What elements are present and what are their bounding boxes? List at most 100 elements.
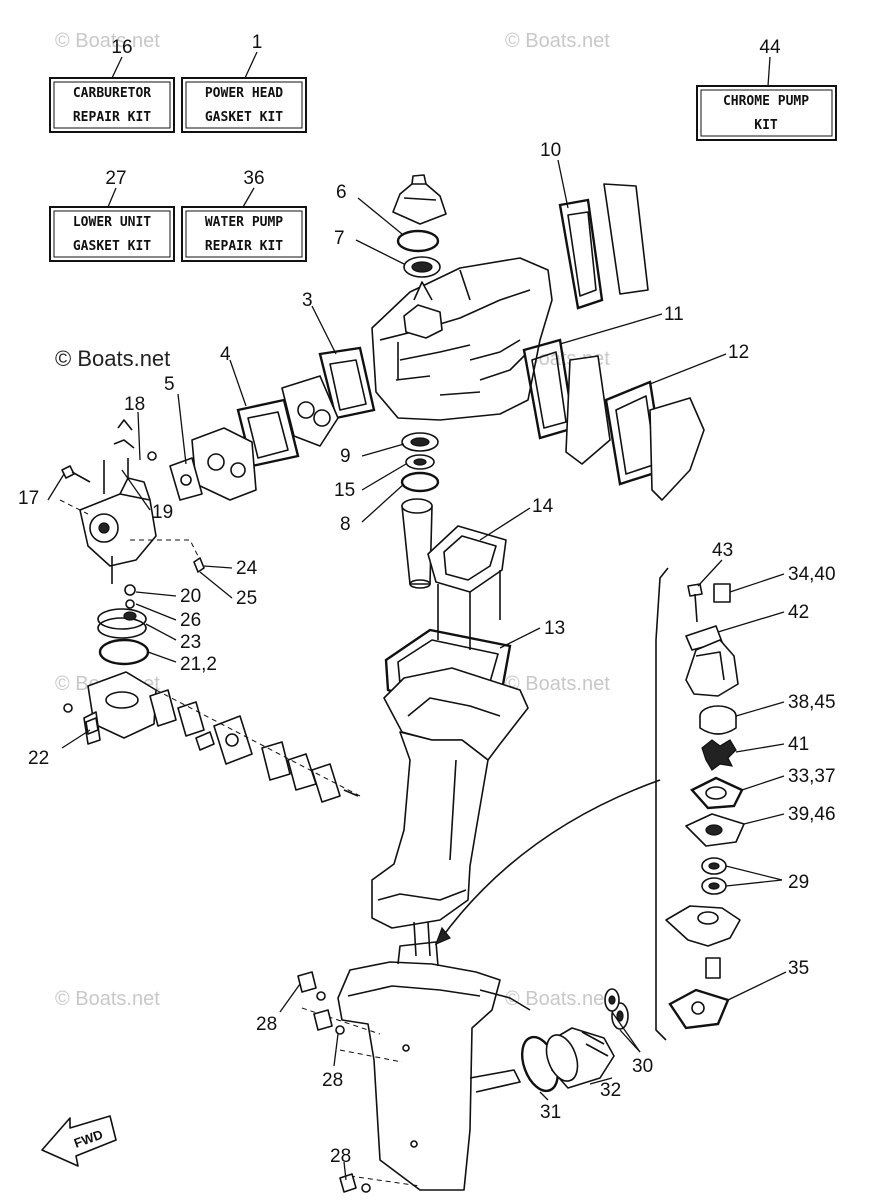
seal-15 [405,454,435,470]
kit-chrome-pump: 44 CHROME PUMP KIT [696,37,837,141]
callout-33-37: 33,37 [788,766,836,787]
upper-tube [401,498,433,589]
cover-plate-lower [649,397,705,501]
carburetor [59,458,201,584]
kit-line2: KIT [754,118,778,133]
o-ring-8 [400,471,440,493]
watermark: © Boats.net [505,673,610,695]
callout-4: 4 [220,344,231,365]
kit-number: 16 [111,37,132,58]
callout-35: 35 [788,958,809,979]
drive-shaft [413,921,431,957]
callout-24: 24 [236,558,258,579]
seal-housing [665,905,741,947]
impeller-41 [701,739,737,771]
cover-plate-upper [603,183,649,295]
kit-number: 1 [252,32,263,53]
callout-26: 26 [180,610,201,631]
callout-28: 28 [322,1070,343,1091]
gasket-5 [169,457,203,501]
cap-top [392,174,447,225]
kit-number: 27 [105,168,126,189]
gasket-3 [318,346,376,420]
callout-21-2: 21,2 [180,654,217,675]
power-head [371,257,553,421]
plate-39 [685,813,745,847]
kit-line1: CARBURETOR [73,86,151,101]
fwd-arrow-icon: FWD [41,1115,117,1167]
callout-6: 6 [336,182,347,203]
kit-carburetor-repair: 16 CARBURETOR REPAIR KIT [49,37,175,133]
water-pump-bracket [655,567,669,1041]
watermark: © Boats.net [55,30,160,52]
gasket-10 [558,198,604,310]
o-ring-6 [396,229,440,253]
callout-14: 14 [532,496,554,517]
kit-number: 44 [759,37,781,58]
fuel-pump-parts [149,689,361,803]
kit-line1: CHROME PUMP [723,94,809,109]
callout-38-45: 38,45 [788,692,836,713]
float-23 [97,608,147,639]
gasket-35 [668,988,730,1030]
callout-43: 43 [712,540,733,561]
kit-line1: POWER HEAD [205,86,283,101]
callout-22: 22 [28,748,49,769]
callout-19: 19 [152,502,173,523]
callout-17: 17 [18,488,39,509]
callout-8: 8 [340,514,351,535]
intake-manifold [191,427,257,501]
kit-lower-unit-gasket: 27 LOWER UNIT GASKET KIT [49,168,175,262]
callout-41: 41 [788,734,809,755]
sleeve-34 [713,583,731,603]
bolt-43 [687,583,703,623]
kit-number: 36 [243,168,264,189]
callout-28: 28 [330,1146,351,1167]
kit-line2: REPAIR KIT [205,239,283,254]
callout-31: 31 [540,1102,561,1123]
pump-housing [685,639,739,697]
callout-42: 42 [788,602,809,623]
reed-plate [281,375,339,447]
callout-12: 12 [728,342,749,363]
callout-9: 9 [340,446,351,467]
callout-3: 3 [302,290,313,311]
kit-power-head-gasket: 1 POWER HEAD GASKET KIT [181,32,307,133]
kit-line2: REPAIR KIT [73,110,151,125]
callout-13: 13 [544,618,565,639]
leader-lines [47,159,787,1181]
needle-24 [193,557,205,573]
callout-10: 10 [540,140,561,161]
callout-23: 23 [180,632,201,653]
bearing-7 [403,256,441,278]
watermark: © Boats.net [505,988,610,1010]
kit-line1: WATER PUMP [205,215,283,230]
callout-numbers: 6 7 3 4 5 10 11 12 9 15 8 14 13 18 17 19… [18,140,836,1167]
callout-30: 30 [632,1056,653,1077]
gasket-33 [690,776,744,810]
impeller-38 [699,705,737,735]
callout-11: 11 [664,304,684,325]
callout-20: 20 [180,586,201,607]
prop-shaft-housing-32 [545,1027,615,1089]
jet-20 [124,584,136,609]
callout-32: 32 [600,1080,621,1101]
watermark: © Boats.net [55,988,160,1010]
screw-28b [313,1009,345,1035]
callout-25: 25 [236,588,257,609]
callout-34-40: 34,40 [788,564,836,585]
callout-28: 28 [256,1014,277,1035]
screw-17 [61,465,91,483]
callout-7: 7 [334,228,345,249]
watermark: © Boats.net [505,30,610,52]
o-ring-21 [98,638,150,666]
clip-18 [113,419,157,461]
float-bowl [83,671,157,745]
callout-29: 29 [788,872,809,893]
callout-18: 18 [124,394,145,415]
kit-line2: GASKET KIT [205,110,283,125]
kit-water-pump-repair: 36 WATER PUMP REPAIR KIT [181,168,307,262]
drive-shaft-housing [371,667,529,929]
lower-unit [301,941,531,1191]
